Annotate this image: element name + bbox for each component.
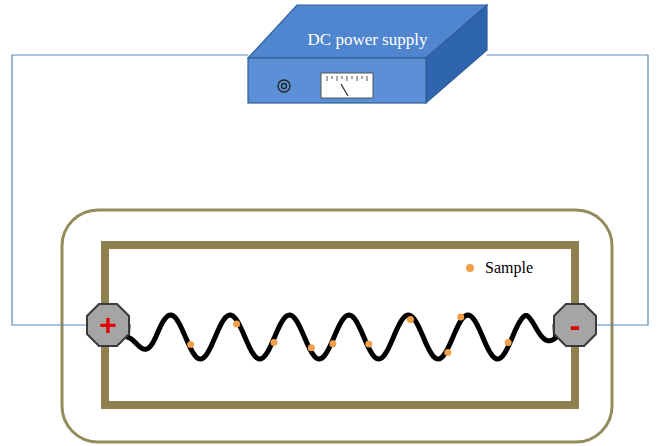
sample-dot — [187, 341, 194, 348]
polarity-sign: - — [570, 309, 581, 341]
polarity-sign: + — [99, 310, 117, 340]
power-supply: DC power supply — [248, 5, 487, 103]
sample-dot — [233, 321, 240, 328]
positive-terminal: + — [86, 303, 130, 347]
supply-knob — [278, 80, 290, 92]
lead-wire — [487, 55, 648, 325]
supply-meter — [321, 73, 373, 98]
sample-dot — [505, 339, 512, 346]
inner-frame — [105, 245, 575, 405]
supply-knob — [282, 84, 287, 89]
heating-wire — [127, 315, 555, 359]
meter-needle — [341, 84, 348, 96]
legend-entry: Sample — [466, 259, 533, 277]
sample-dot — [457, 313, 464, 320]
sample-dot — [407, 316, 414, 323]
supply-front-face — [248, 58, 426, 103]
meter-ticks — [327, 76, 367, 81]
sample-dot — [444, 349, 451, 356]
device-label: DC power supply — [308, 31, 428, 48]
legend-swatch — [466, 264, 474, 272]
lead-wire — [12, 55, 248, 325]
legend-label: Sample — [485, 259, 533, 277]
outer-container — [62, 210, 612, 442]
sample-dot — [329, 340, 336, 347]
sample-dot — [270, 339, 277, 346]
sample-dot — [365, 341, 372, 348]
sample-dot — [308, 344, 315, 351]
negative-terminal: - — [553, 303, 597, 347]
supply-side-face — [426, 5, 487, 103]
